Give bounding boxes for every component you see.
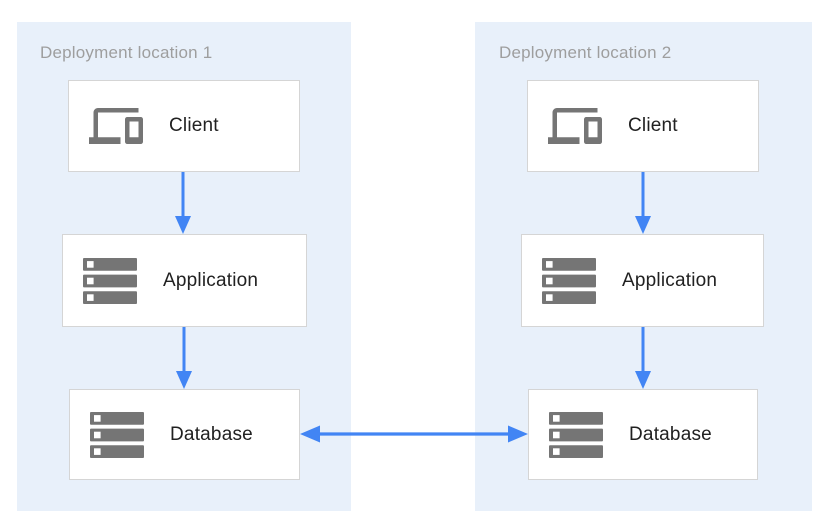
arrow-client1-to-application1 <box>175 172 191 234</box>
devices-icon <box>89 99 143 153</box>
node-application-1: Application <box>62 234 307 327</box>
node-label: Client <box>628 115 678 136</box>
arrow-application2-to-database2 <box>635 327 651 389</box>
deployment-location-2-label: Deployment location 2 <box>499 43 672 62</box>
server-stack-icon <box>83 257 137 304</box>
devices-icon <box>548 99 602 153</box>
node-database-2: Database <box>528 389 758 480</box>
arrow-application1-to-database1 <box>176 327 192 389</box>
node-application-2: Application <box>521 234 764 327</box>
node-label: Database <box>170 423 253 445</box>
node-client-1: Client <box>68 80 300 172</box>
server-stack-icon <box>542 257 596 304</box>
node-label: Application <box>622 269 718 291</box>
node-client-2: Client <box>527 80 759 172</box>
node-label: Client <box>169 115 219 136</box>
arrow-client2-to-application2 <box>635 172 651 234</box>
deployment-location-1-label: Deployment location 1 <box>40 43 213 62</box>
server-stack-icon <box>90 411 144 458</box>
node-label: Database <box>629 423 712 445</box>
server-stack-icon <box>549 411 603 458</box>
node-label: Application <box>163 269 259 291</box>
arrow-database1-database2-bidirectional <box>300 425 528 443</box>
node-database-1: Database <box>69 389 300 480</box>
